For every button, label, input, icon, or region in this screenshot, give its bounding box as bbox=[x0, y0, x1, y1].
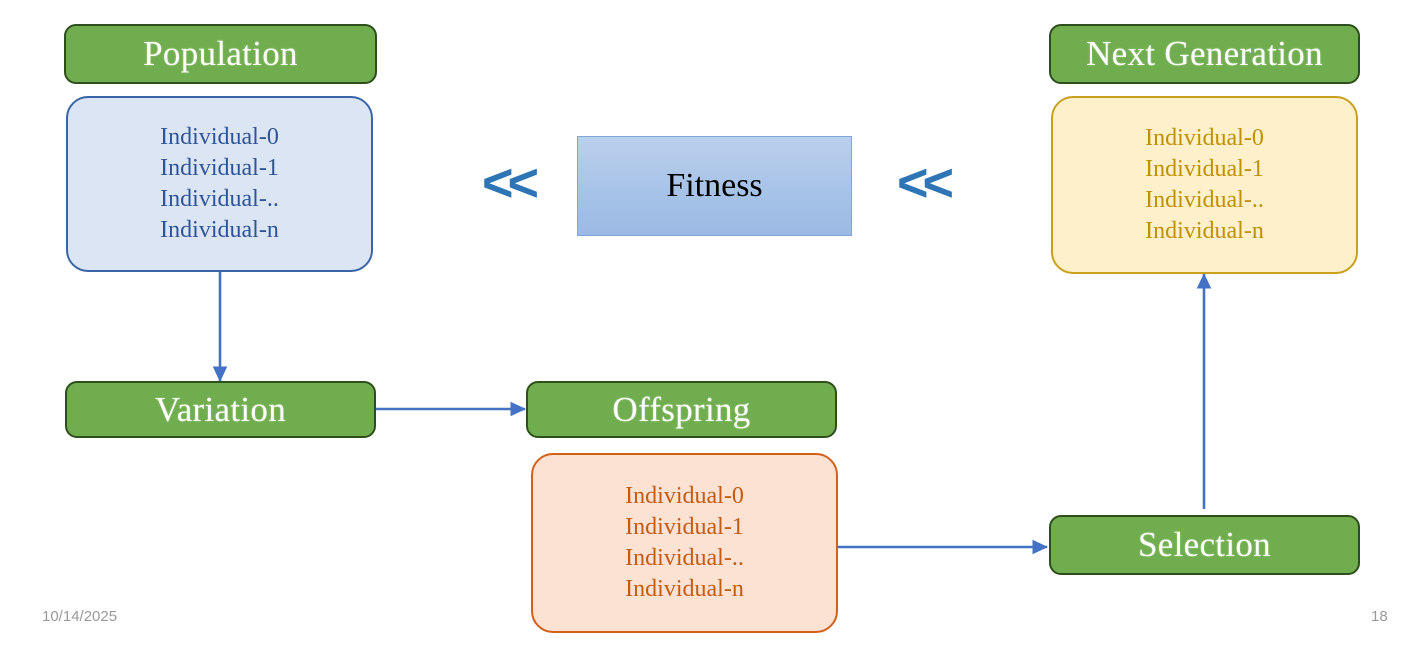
footer-date-label: 10/14/2025 bbox=[42, 608, 118, 625]
next-generation-list-panel[interactable]: Individual-0 Individual-1 Individual-.. … bbox=[1051, 96, 1358, 274]
footer-page-number: 18 bbox=[1371, 608, 1388, 625]
population-header-label: Population bbox=[143, 34, 298, 73]
list-item: Individual-0 bbox=[1145, 124, 1264, 151]
right-chevron-label: << bbox=[897, 153, 954, 213]
offspring-header[interactable]: Offspring bbox=[526, 381, 837, 438]
list-item: Individual-n bbox=[625, 576, 744, 603]
fitness-label: Fitness bbox=[666, 167, 763, 204]
offspring-list-panel[interactable]: Individual-0 Individual-1 Individual-.. … bbox=[531, 453, 838, 633]
list-item: Individual-n bbox=[1145, 218, 1264, 245]
left-chevron-icon: << bbox=[482, 153, 539, 213]
variation-label: Variation bbox=[155, 389, 286, 429]
list-item: Individual-0 bbox=[625, 482, 744, 509]
next-generation-header-label: Next Generation bbox=[1086, 34, 1323, 73]
selection-node[interactable]: Selection bbox=[1049, 515, 1360, 575]
next-generation-header[interactable]: Next Generation bbox=[1049, 24, 1360, 84]
list-item: Individual-0 bbox=[160, 123, 279, 150]
list-item: Individual-.. bbox=[625, 545, 744, 571]
list-item: Individual-.. bbox=[1145, 187, 1264, 213]
fitness-box[interactable]: Fitness bbox=[577, 136, 852, 236]
population-header[interactable]: Population bbox=[64, 24, 377, 84]
list-item: Individual-1 bbox=[1145, 155, 1264, 182]
selection-label: Selection bbox=[1138, 525, 1271, 564]
left-chevron-label: << bbox=[482, 153, 539, 213]
list-item: Individual-1 bbox=[160, 154, 279, 181]
right-chevron-icon: << bbox=[897, 153, 954, 213]
list-item: Individual-.. bbox=[160, 186, 279, 212]
footer-date: 10/14/2025 bbox=[42, 608, 117, 625]
variation-node[interactable]: Variation bbox=[65, 381, 376, 438]
list-item: Individual-1 bbox=[625, 513, 744, 540]
population-list-panel[interactable]: Individual-0 Individual-1 Individual-.. … bbox=[66, 96, 373, 272]
list-item: Individual-n bbox=[160, 217, 279, 244]
offspring-header-label: Offspring bbox=[612, 389, 751, 429]
footer-page-number-label: 18 bbox=[1371, 608, 1388, 625]
